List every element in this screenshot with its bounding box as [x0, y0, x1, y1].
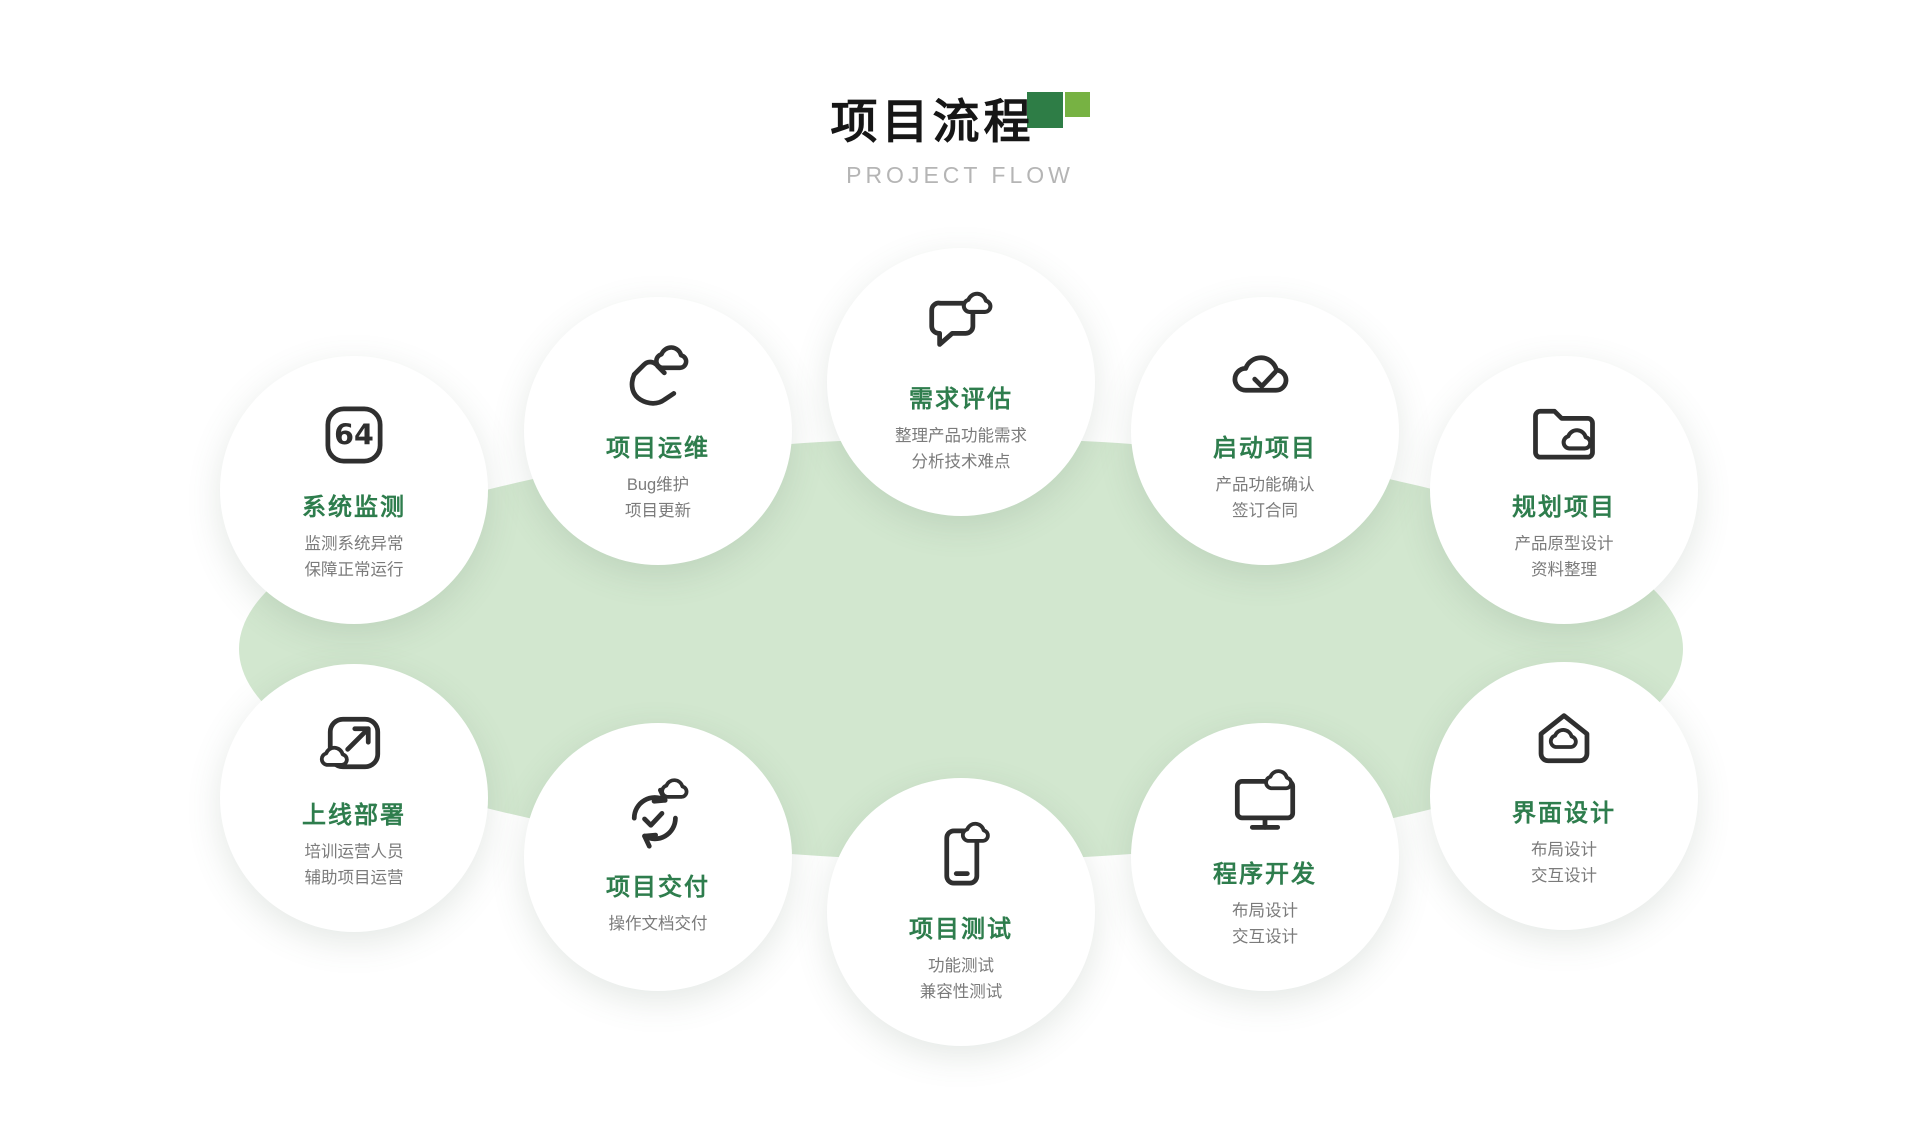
- flow-node-ui-design: 界面设计 布局设计 交互设计: [1430, 662, 1698, 930]
- title-accent-square-light: [1064, 92, 1090, 117]
- flow-node-project-delivery: 项目交付 操作文档交付: [524, 723, 792, 991]
- svg-text:64: 64: [334, 418, 374, 451]
- node-description: 布局设计 交互设计: [1531, 838, 1597, 889]
- page-title: 项目流程: [830, 95, 1035, 148]
- node-description: 培训运营人员 辅助项目运营: [305, 840, 404, 891]
- node-title: 界面设计: [1512, 799, 1616, 827]
- node-description: 整理产品功能需求 分析技术难点: [895, 424, 1027, 475]
- node-desc-line: 培训运营人员: [304, 842, 404, 861]
- node-title: 项目测试: [909, 915, 1013, 943]
- node-title: 启动项目: [1213, 434, 1317, 462]
- node-desc-line: 产品原型设计: [1514, 534, 1614, 553]
- node-desc-line: 操作文档交付: [608, 914, 708, 933]
- chat-cloud-icon: [923, 289, 999, 365]
- node-desc-line: 分析技术难点: [911, 452, 1011, 471]
- flow-node-system-monitoring: 64 系统监测 监测系统异常 保障正常运行: [220, 356, 488, 624]
- number-64-badge-icon: 64: [316, 397, 392, 473]
- monitor-cloud-icon: [1227, 764, 1303, 840]
- node-desc-line: 整理产品功能需求: [895, 426, 1027, 445]
- flow-node-project-kickoff: 启动项目 产品功能确认 签订合同: [1131, 297, 1399, 565]
- folder-cloud-icon: [1526, 397, 1602, 473]
- home-cloud-icon: [1526, 703, 1602, 779]
- hand-cloud-icon: [620, 338, 696, 414]
- title-accent-square-dark: [1026, 92, 1063, 128]
- page-subtitle: PROJECT FLOW: [846, 161, 1074, 188]
- node-title: 上线部署: [302, 801, 406, 829]
- page-header: 项目流程 PROJECT FLOW: [0, 92, 1920, 189]
- node-desc-line: 产品功能确认: [1215, 475, 1315, 494]
- node-desc-line: 功能测试: [928, 956, 994, 975]
- node-desc-line: 布局设计: [1232, 901, 1298, 920]
- node-desc-line: 交互设计: [1232, 927, 1298, 946]
- node-title: 项目运维: [606, 434, 710, 462]
- flow-node-program-development: 程序开发 布局设计 交互设计: [1131, 723, 1399, 991]
- flow-node-launch-deployment: 上线部署 培训运营人员 辅助项目运营: [220, 664, 488, 932]
- page-title-row: 项目流程: [830, 92, 1090, 148]
- cloud-check-icon: [1227, 338, 1303, 414]
- node-title: 程序开发: [1213, 860, 1317, 888]
- flow-node-requirement-evaluation: 需求评估 整理产品功能需求 分析技术难点: [827, 248, 1095, 516]
- flow-node-project-planning: 规划项目 产品原型设计 资料整理: [1430, 356, 1698, 624]
- node-title: 规划项目: [1512, 493, 1616, 521]
- node-desc-line: 签订合同: [1232, 501, 1298, 520]
- node-desc-line: 资料整理: [1531, 560, 1597, 579]
- node-desc-line: 辅助项目运营: [304, 868, 404, 887]
- node-description: 监测系统异常 保障正常运行: [305, 532, 404, 583]
- sync-cloud-icon: [620, 777, 696, 853]
- node-title: 需求评估: [909, 385, 1013, 413]
- expand-cloud-icon: [316, 705, 392, 781]
- node-desc-line: 项目更新: [625, 501, 691, 520]
- node-description: 功能测试 兼容性测试: [920, 954, 1003, 1005]
- node-description: 操作文档交付: [609, 912, 708, 938]
- node-description: 产品原型设计 资料整理: [1515, 532, 1614, 583]
- node-description: 布局设计 交互设计: [1232, 899, 1298, 950]
- node-desc-line: 兼容性测试: [919, 982, 1003, 1001]
- phone-cloud-icon: [923, 819, 999, 895]
- node-desc-line: Bug维护: [626, 475, 690, 494]
- node-desc-line: 监测系统异常: [304, 534, 404, 553]
- node-title: 项目交付: [606, 873, 710, 901]
- node-description: 产品功能确认 签订合同: [1216, 473, 1315, 524]
- node-desc-line: 保障正常运行: [304, 560, 404, 579]
- node-desc-line: 交互设计: [1531, 866, 1597, 885]
- node-description: Bug维护 项目更新: [625, 473, 691, 524]
- node-desc-line: 布局设计: [1531, 840, 1597, 859]
- flow-node-project-testing: 项目测试 功能测试 兼容性测试: [827, 778, 1095, 1046]
- flow-node-project-operations: 项目运维 Bug维护 项目更新: [524, 297, 792, 565]
- node-title: 系统监测: [302, 493, 406, 521]
